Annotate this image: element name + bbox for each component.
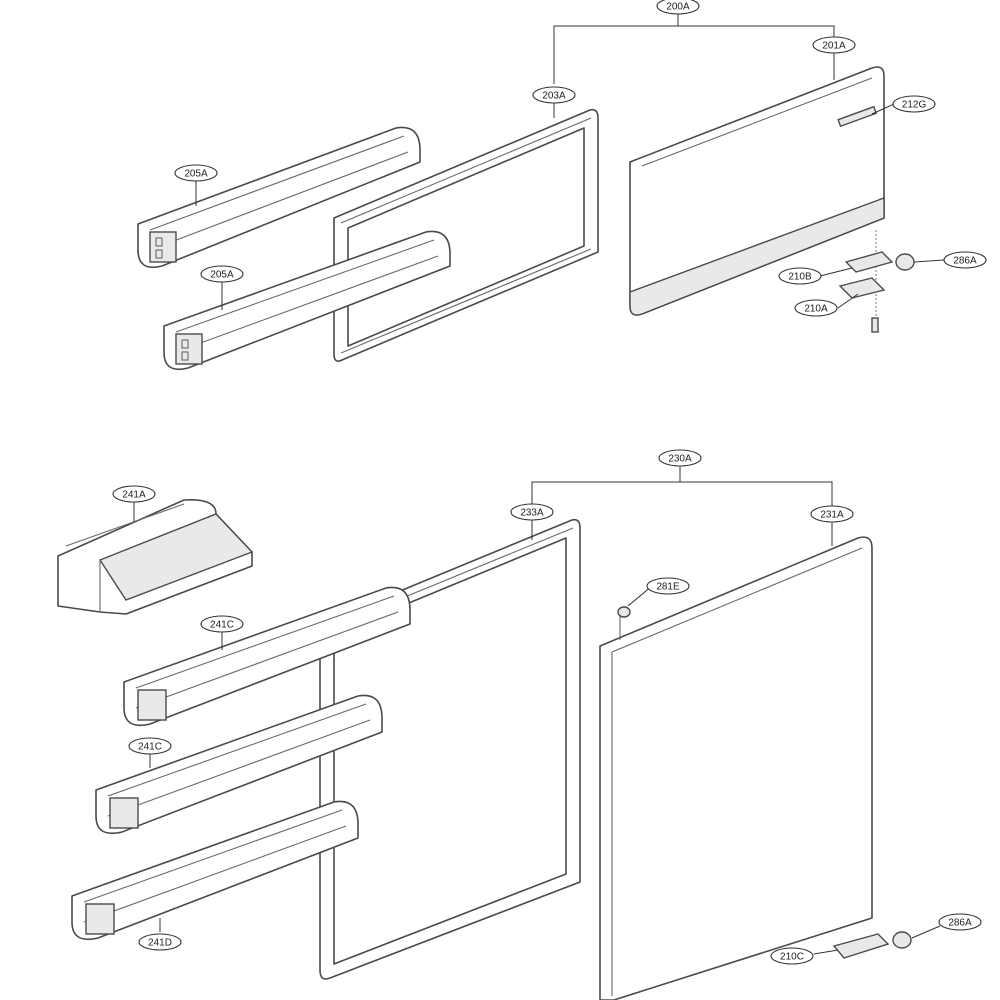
callout-205A-top: 205A [174,164,218,182]
callout-label: 241A [122,490,146,501]
handle-212G [837,105,878,128]
callout-label: 210A [804,304,828,315]
callout-233A: 233A [510,503,554,521]
upper-hinge-parts [838,230,915,333]
dairy-box-241A [57,498,254,615]
lower-hinge-parts [832,931,912,959]
callout-200A: 200A [656,0,700,15]
callout-label: 203A [542,91,566,102]
fridge-door-231A [599,536,873,1000]
fridge-gasket-233A [319,518,581,980]
door-shelf-241C-bottom [95,694,383,835]
callout-label: 205A [184,169,208,180]
callout-label: 241C [210,620,234,631]
callout-241A: 241A [112,485,156,503]
callout-label: 205A [210,270,234,281]
door-shelf-205A-bottom [163,230,451,371]
callout-label: 286A [953,256,977,267]
callout-212G: 212G [892,95,936,113]
callout-210A: 210A [794,299,838,317]
freezer-door-201A [629,66,885,316]
callout-label: 212G [902,100,927,111]
callout-230A: 230A [658,449,702,467]
callout-label: 230A [668,454,692,465]
callout-label: 231A [820,510,844,521]
callout-241D: 241D [138,933,182,951]
callout-210B: 210B [778,267,822,285]
callout-286A-bottom: 286A [938,913,982,931]
callout-label: 210C [780,952,804,963]
assembly-bracket-230A [531,481,833,520]
callout-241C-bottom: 241C [128,737,172,755]
callout-label: 241C [138,742,162,753]
callout-201A: 201A [812,36,856,54]
callout-241C-top: 241C [200,615,244,633]
callout-label: 233A [520,508,544,519]
callout-label: 281E [656,582,680,593]
callout-203A: 203A [532,86,576,104]
callout-label: 200A [666,2,690,13]
callout-286A-top: 286A [943,251,987,269]
door-shelf-205A-top [137,126,421,269]
plug-281E [617,606,631,618]
callout-281E: 281E [646,577,690,595]
callout-205A-bottom: 205A [200,265,244,283]
callout-231A: 231A [810,505,854,523]
callout-label: 210B [788,272,812,283]
door-shelf-241D [71,800,359,941]
callout-label: 201A [822,41,846,52]
callout-label: 241D [148,938,172,949]
freezer-gasket-203A [333,108,599,362]
callout-label: 286A [948,918,972,929]
door-shelf-241C-top [123,586,411,727]
leader-lines [133,52,945,955]
callout-210C: 210C [770,947,814,965]
assembly-bracket-200A [553,25,835,84]
